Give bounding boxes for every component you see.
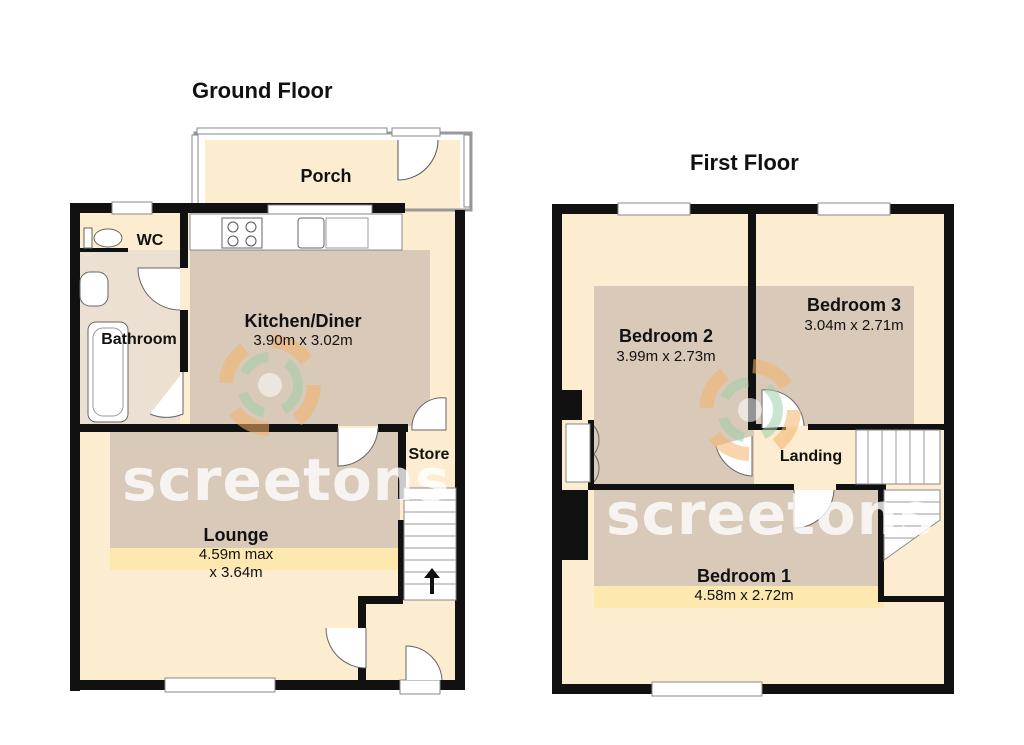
store-door-swing [411, 397, 447, 431]
lounge-highlight [110, 548, 400, 570]
hob-ring [245, 235, 257, 247]
wall-bathroom-kitchen-lower [180, 310, 188, 372]
wall-first-left [552, 204, 562, 692]
wc-window [111, 201, 153, 215]
wc-label: WC [136, 232, 164, 249]
wall-first-top [552, 204, 954, 214]
toilet [93, 228, 123, 248]
wall-bed2-bed3 [748, 212, 756, 430]
basin [79, 271, 109, 307]
staircase-first [855, 429, 941, 485]
wall-bed2-cupboard [588, 420, 594, 490]
front-door-swing [405, 645, 443, 681]
bedroom1-highlight [594, 586, 884, 608]
kitchen-dimensions: 3.90m x 3.02m [253, 332, 353, 349]
porch-door-swing [397, 139, 439, 181]
wall-wc-bathroom [78, 248, 128, 252]
bedroom3-window [817, 202, 891, 216]
bedroom3-label: Bedroom 3 [806, 295, 902, 315]
bedroom1-label: Bedroom 1 [696, 566, 792, 586]
landing-label: Landing [779, 448, 843, 465]
first-floor-title: First Floor [690, 150, 799, 175]
bathtub [87, 321, 129, 423]
hob-ring [245, 221, 257, 233]
bedroom2-label: Bedroom 2 [618, 326, 714, 346]
chimney-breast-lower [560, 490, 588, 560]
toilet-cistern [83, 227, 93, 249]
wall-stair-side [398, 520, 404, 600]
bedroom1-window [651, 681, 763, 697]
logo-watermark-ground [219, 334, 321, 436]
kitchen-lounge-door-swing [337, 427, 379, 467]
watermark-text-ground: screetons [122, 446, 451, 514]
lounge-dimensions-line1: 4.59m max [198, 546, 274, 563]
hob [221, 217, 263, 249]
ground-floor-plan [70, 127, 473, 695]
bedroom3-dimensions: 3.04m x 2.71m [804, 317, 904, 334]
sink [297, 217, 325, 249]
wall-landing-bed1 [836, 484, 886, 490]
drainer [325, 217, 369, 249]
stair-winder-treads [884, 501, 940, 539]
wall-bed2-bed1 [594, 484, 794, 490]
watermark-text-first: screetons [606, 480, 935, 548]
bedroom2-window [617, 202, 691, 216]
stair-treads-first [867, 430, 925, 484]
porch-door-frame [391, 127, 441, 137]
wall-kitchen-lounge [78, 424, 338, 432]
wall-ground-left [70, 203, 80, 691]
front-door-frame [399, 679, 441, 695]
lounge-dimensions-line2: x 3.64m [209, 564, 263, 581]
wall-stair-first [878, 484, 884, 602]
wall-store [398, 424, 406, 499]
lounge-window [164, 677, 276, 693]
hall-door-swing [325, 627, 367, 669]
bathroom-label: Bathroom [101, 331, 177, 348]
bedroom1-dimensions: 4.58m x 2.72m [694, 587, 794, 604]
logo-watermark-first [699, 359, 801, 461]
hob-ring [227, 235, 239, 247]
bed1-door-swing [793, 489, 835, 529]
porch-window-top [196, 127, 388, 135]
wall-lounge-hall-top [358, 596, 403, 604]
bathtub-inner [92, 327, 124, 417]
wall-ground-bottom-right [440, 680, 465, 690]
stair-arrow-icon [424, 568, 440, 594]
bedroom2-dimensions: 3.99m x 2.73m [616, 348, 716, 365]
hob-ring [227, 221, 239, 233]
wc-door-swing [137, 267, 181, 311]
stair-winder-first [883, 489, 941, 561]
wall-ground-right [455, 210, 465, 690]
bed2-cupboard [565, 423, 591, 483]
chimney-breast-upper [560, 390, 582, 420]
wall-lounge-store-top [378, 424, 408, 432]
porch-label: Porch [300, 166, 352, 186]
ground-floor-title: Ground Floor [192, 78, 333, 103]
bedroom1-overlay [594, 490, 884, 586]
kitchen-label: Kitchen/Diner [244, 311, 362, 331]
porch-window-right [463, 134, 471, 208]
store-label: Store [408, 446, 450, 463]
porch-window-left [191, 134, 199, 208]
bathroom-door-swing [149, 372, 184, 418]
wall-stair-first-bottom [878, 596, 948, 602]
wall-first-right [944, 204, 954, 692]
lounge-label: Lounge [203, 525, 269, 545]
wall-bathroom-kitchen [180, 208, 188, 268]
wall-bed3-landing-right [808, 424, 948, 430]
cupboard-door-swing [593, 425, 600, 483]
first-floor-plan [552, 202, 954, 697]
